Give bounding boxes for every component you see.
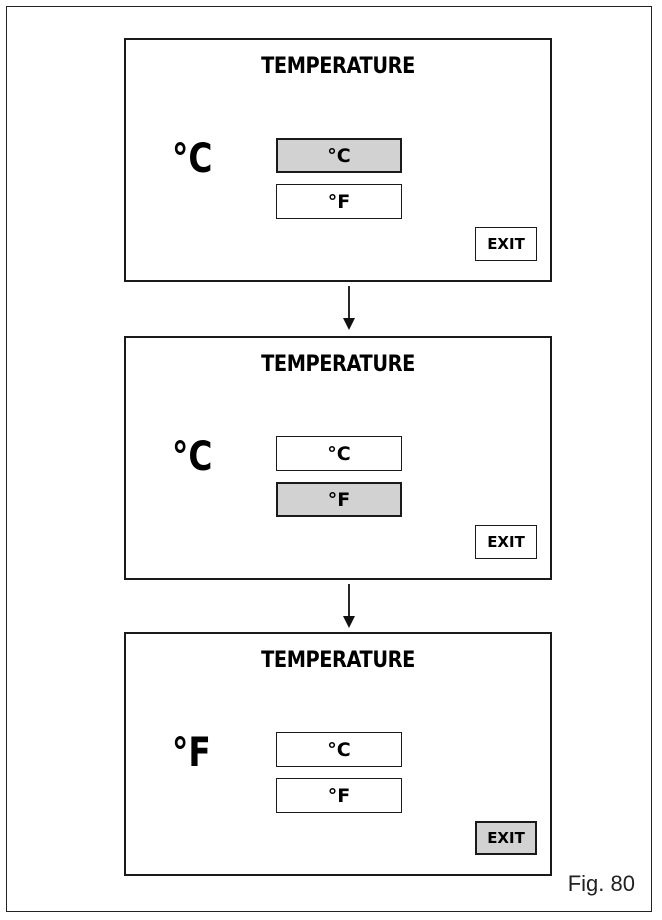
celsius-option-button[interactable]: °C [276, 436, 402, 471]
temperature-screen-2: TEMPERATURE °C °C °F EXIT [124, 336, 552, 580]
temperature-screen-1: TEMPERATURE °C °C °F EXIT [124, 38, 552, 282]
exit-button[interactable]: EXIT [475, 821, 537, 855]
current-unit-display: °C [172, 434, 213, 480]
down-arrow-icon [343, 584, 355, 628]
exit-button[interactable]: EXIT [475, 227, 537, 261]
temperature-screen-3: TEMPERATURE °F °C °F EXIT [124, 632, 552, 876]
celsius-option-button[interactable]: °C [276, 138, 402, 173]
current-unit-display: °C [172, 136, 213, 182]
screen-title: TEMPERATURE [261, 54, 415, 79]
screen-title: TEMPERATURE [261, 352, 415, 377]
exit-button[interactable]: EXIT [475, 525, 537, 559]
figure-caption: Fig. 80 [567, 871, 635, 896]
fahrenheit-option-button[interactable]: °F [276, 184, 402, 219]
screen-title: TEMPERATURE [261, 648, 415, 673]
celsius-option-button[interactable]: °C [276, 732, 402, 767]
current-unit-display: °F [172, 730, 211, 776]
fahrenheit-option-button[interactable]: °F [276, 778, 402, 813]
fahrenheit-option-button[interactable]: °F [276, 482, 402, 517]
figure-frame: TEMPERATURE °C °C °F EXIT TEMPERATURE °C… [6, 6, 652, 912]
down-arrow-icon [343, 286, 355, 330]
